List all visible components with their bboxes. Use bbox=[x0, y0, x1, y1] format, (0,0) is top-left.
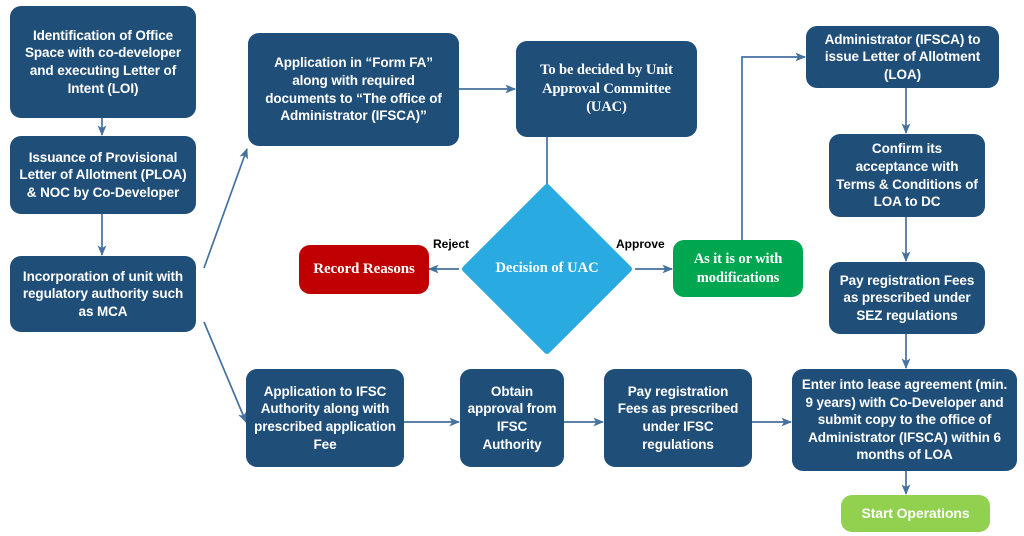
node-lease[interactable]: Enter into lease agreement (min. 9 years… bbox=[792, 369, 1017, 471]
node-loa[interactable]: Administrator (IFSCA) to issue Letter of… bbox=[806, 26, 999, 88]
node-obtain-approval[interactable]: Obtain approval from IFSC Authority bbox=[460, 369, 564, 467]
node-form-fa[interactable]: Application in “Form FA” along with requ… bbox=[248, 33, 459, 146]
node-start-operations[interactable]: Start Operations bbox=[841, 495, 990, 532]
node-incorporation[interactable]: Incorporation of unit with regulatory au… bbox=[10, 256, 196, 332]
node-decision-diamond[interactable] bbox=[460, 182, 634, 356]
node-apply-ifsc[interactable]: Application to IFSC Authority along with… bbox=[246, 369, 404, 467]
edge-label-reject: Reject bbox=[433, 237, 470, 251]
node-confirm-acceptance[interactable]: Confirm its acceptance with Terms & Cond… bbox=[829, 134, 985, 217]
node-pay-sez[interactable]: Pay registration Fees as prescribed unde… bbox=[829, 262, 985, 334]
node-as-it-is[interactable]: As it is or with modifications bbox=[673, 240, 803, 297]
node-ploa[interactable]: Issuance of Provisional Letter of Allotm… bbox=[10, 136, 196, 214]
node-identification[interactable]: Identification of Office Space with co-d… bbox=[10, 6, 196, 118]
edge-incorporation-to-formfa bbox=[203, 148, 248, 269]
node-pay-ifsc[interactable]: Pay registration Fees as prescribed unde… bbox=[604, 369, 752, 467]
edge-incorporation-to-applyifsc bbox=[203, 321, 247, 423]
edge-label-approve: Approve bbox=[616, 237, 665, 251]
node-record-reasons[interactable]: Record Reasons bbox=[299, 245, 429, 294]
node-uac[interactable]: To be decided by Unit Approval Committee… bbox=[516, 41, 697, 137]
edge-asitis-to-loa bbox=[741, 52, 807, 240]
